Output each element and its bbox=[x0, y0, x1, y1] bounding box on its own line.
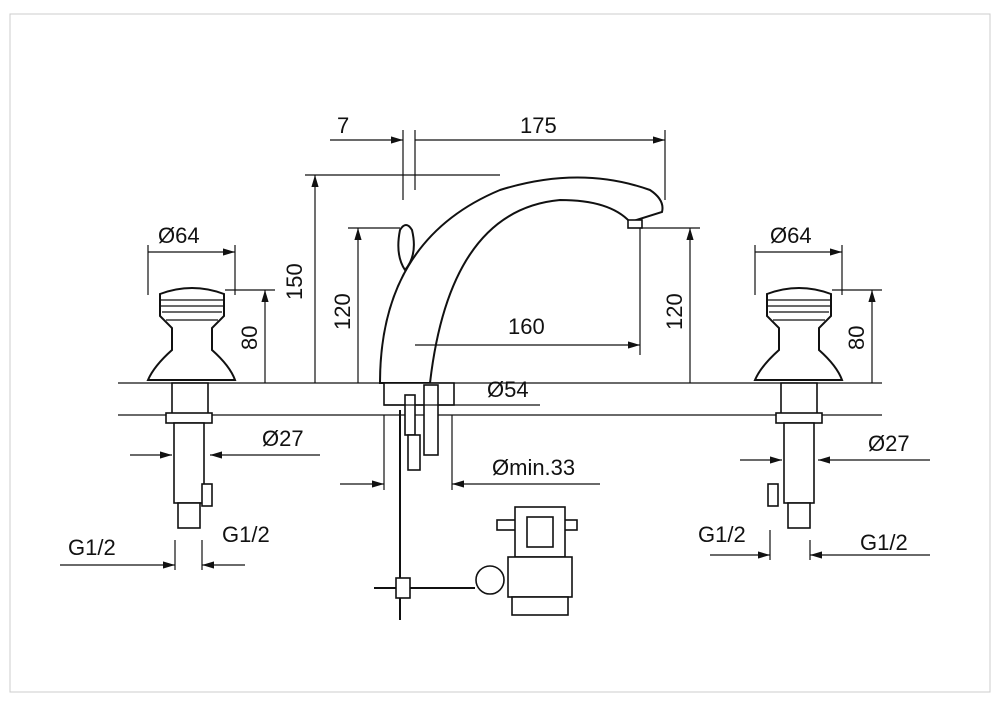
dim-shank-diameter-left: Ø27 bbox=[262, 426, 304, 451]
dim-thread-left-inner: G1/2 bbox=[222, 522, 270, 547]
dim-handle-diameter-left: Ø64 bbox=[158, 223, 200, 248]
dim-thread-right-inner: G1/2 bbox=[698, 522, 746, 547]
spout-body bbox=[378, 176, 664, 384]
dim-handle-diameter-right: Ø64 bbox=[770, 223, 812, 248]
dim-spout-projection: 160 bbox=[508, 314, 545, 339]
dim-thread-right-outer: G1/2 bbox=[860, 530, 908, 555]
tailpiece-assembly bbox=[374, 382, 475, 620]
dim-lever-height: 120 bbox=[330, 293, 355, 330]
dim-offset: 7 bbox=[337, 113, 349, 138]
dim-handle-height-left: 80 bbox=[237, 326, 262, 350]
dim-base-diameter: Ø54 bbox=[487, 377, 529, 402]
dim-hole-min: Ømin.33 bbox=[492, 455, 575, 480]
dimension-lines bbox=[60, 130, 930, 570]
dim-shank-diameter-right: Ø27 bbox=[868, 431, 910, 456]
dim-thread-left-outer: G1/2 bbox=[68, 535, 116, 560]
drawing-frame bbox=[9, 13, 991, 693]
dim-spout-reach: 175 bbox=[520, 113, 557, 138]
popup-waste bbox=[475, 506, 578, 616]
right-handle bbox=[753, 287, 844, 529]
lever bbox=[397, 224, 415, 272]
dim-spout-height: 120 bbox=[662, 293, 687, 330]
left-handle bbox=[146, 287, 237, 529]
countertop-lines bbox=[118, 382, 882, 416]
dim-handle-height-right: 80 bbox=[844, 326, 869, 350]
dim-total-height: 150 bbox=[282, 263, 307, 300]
